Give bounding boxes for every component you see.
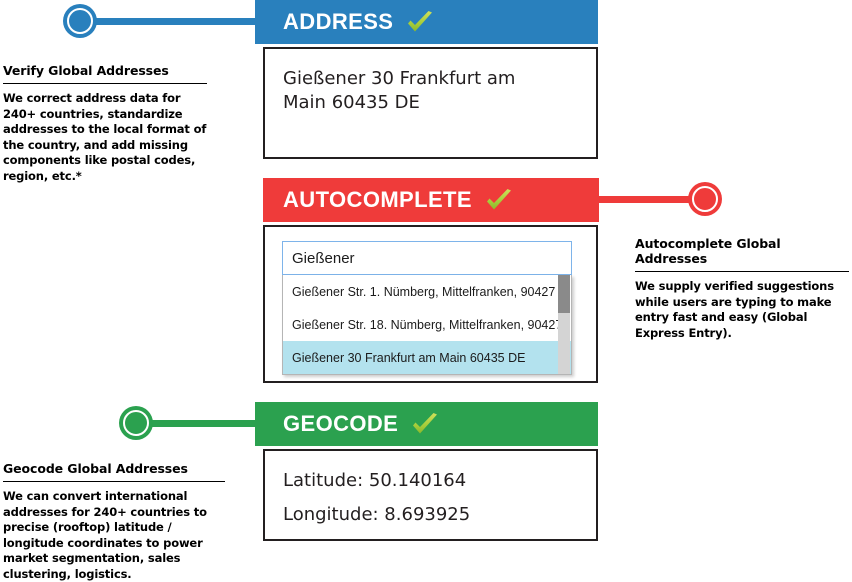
section-header-address: ADDRESS [263,0,598,44]
geocode-longitude: Longitude: 8.693925 [283,504,471,525]
callout-geocode: Geocode Global Addresses We can convert … [3,461,225,582]
callout-autocomplete: Autocomplete Global Addresses We supply … [635,236,849,341]
section-header-geocode: GEOCODE [263,402,598,446]
connector-dot-autocomplete [688,182,722,216]
callout-verify-title: Verify Global Addresses [3,63,169,78]
callout-verify: Verify Global Addresses We correct addre… [3,63,207,184]
callout-verify-rule [3,83,207,84]
connector-dot-geocode [119,406,153,440]
address-display-box: Gießener 30 Frankfurt am Main 60435 DE [263,47,598,159]
autocomplete-search-input[interactable]: Gießener [282,241,572,275]
green-check-icon [405,10,435,36]
autocomplete-widget: Gießener Gießener Str. 1. Nümberg, Mitte… [282,241,572,375]
connector-line-address [88,18,268,25]
autocomplete-input-value: Gießener [292,249,355,267]
callout-autocomplete-body: We supply verified suggestions while use… [635,279,834,340]
section-header-autocomplete: AUTOCOMPLETE [263,178,598,222]
callout-autocomplete-title: Autocomplete Global Addresses [635,236,781,266]
callout-geocode-title: Geocode Global Addresses [3,461,188,476]
suggestion-list-scrollbar[interactable] [558,275,570,374]
callout-geocode-body: We can convert international addresses f… [3,489,207,581]
callout-verify-body: We correct address data for 240+ countri… [3,91,207,183]
scrollbar-thumb[interactable] [558,275,570,313]
suggestion-text: Gießener Str. 18. Nümberg, Mittelfranken… [292,317,563,332]
green-check-icon [410,412,440,438]
list-item-selected[interactable]: Gießener 30 Frankfurt am Main 60435 DE [283,341,571,374]
connector-line-autocomplete [590,196,703,203]
section-title-autocomplete: AUTOCOMPLETE [283,187,472,212]
callout-geocode-rule [3,481,225,482]
callout-autocomplete-rule [635,271,849,272]
connector-line-geocode [146,420,270,427]
list-item[interactable]: Gießener Str. 18. Nümberg, Mittelfranken… [283,308,571,341]
address-line-1: Gießener 30 Frankfurt am [283,68,516,89]
connector-dot-address [63,4,97,38]
geocode-latitude: Latitude: 50.140164 [283,470,467,491]
section-title-address: ADDRESS [283,9,394,34]
address-line-2: Main 60435 DE [283,92,420,113]
list-item[interactable]: Gießener Str. 1. Nümberg, Mittelfranken,… [283,275,571,308]
green-check-icon [484,188,514,214]
autocomplete-widget-box: Gießener Gießener Str. 1. Nümberg, Mitte… [263,225,598,383]
suggestion-text: Gießener 30 Frankfurt am Main 60435 DE [292,350,526,365]
section-title-geocode: GEOCODE [283,411,399,436]
geocode-display-box: Latitude: 50.140164 Longitude: 8.693925 [263,449,598,541]
autocomplete-suggestion-list[interactable]: Gießener Str. 1. Nümberg, Mittelfranken,… [282,275,572,375]
suggestion-text: Gießener Str. 1. Nümberg, Mittelfranken,… [292,284,556,299]
